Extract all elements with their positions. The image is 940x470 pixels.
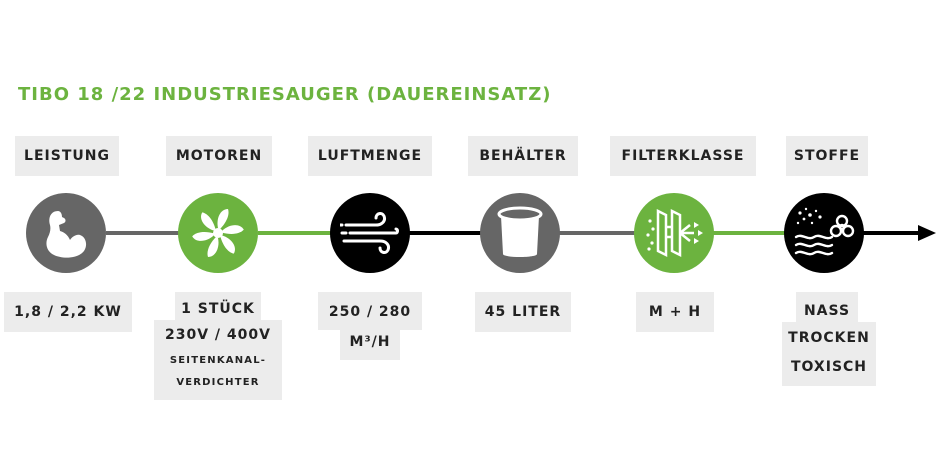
connector-segment-4 (558, 231, 636, 235)
step-luftmenge-circle (330, 193, 410, 273)
muscle-arm-icon (46, 211, 87, 258)
container-icon (497, 206, 543, 257)
arrowhead-icon (918, 225, 936, 241)
step-leistung-circle (26, 193, 106, 273)
value-motoren-voltage: 230V / 400V (154, 320, 282, 350)
value-behaelter: 45 LITER (475, 292, 571, 332)
label-filterklasse: FILTERKLASSE (610, 136, 756, 176)
diagram-title: TIBO 18 /22 INDUSTRIESAUGER (DAUEREINSAT… (18, 84, 552, 105)
step-filterklasse-circle (634, 193, 714, 273)
value-motoren-type-2: VERDICHTER (154, 372, 282, 400)
step-motoren-circle (178, 193, 258, 273)
value-luftmenge-1: 250 / 280 (318, 292, 422, 330)
connector-segment-6 (862, 231, 924, 235)
fan-icon (191, 209, 245, 257)
connector-segment-2 (258, 231, 332, 235)
step-stoffe-circle (784, 193, 864, 273)
value-leistung: 1,8 / 2,2 KW (4, 292, 132, 332)
value-filterklasse: M + H (636, 292, 714, 332)
label-luftmenge: LUFTMENGE (308, 136, 432, 176)
connector-segment-1 (106, 231, 180, 235)
value-stoffe-nass: NASS (796, 292, 858, 322)
wind-icon (340, 212, 399, 254)
filter-icon (646, 208, 703, 258)
label-motoren: MOTOREN (166, 136, 272, 176)
value-motoren-count: 1 STÜCK (175, 292, 261, 320)
value-luftmenge-2: M³/H (340, 330, 400, 360)
label-leistung: LEISTUNG (15, 136, 119, 176)
value-motoren-type-1: SEITENKANAL- (154, 350, 282, 372)
step-behaelter-circle (480, 193, 560, 273)
label-stoffe: STOFFE (786, 136, 868, 176)
connector-segment-5 (712, 231, 786, 235)
value-stoffe-toxisch: TOXISCH (782, 354, 876, 386)
connector-segment-3 (408, 231, 482, 235)
value-stoffe-trocken: TROCKEN (782, 322, 876, 354)
biohazard-icon (794, 207, 855, 256)
label-behaelter: BEHÄLTER (468, 136, 578, 176)
